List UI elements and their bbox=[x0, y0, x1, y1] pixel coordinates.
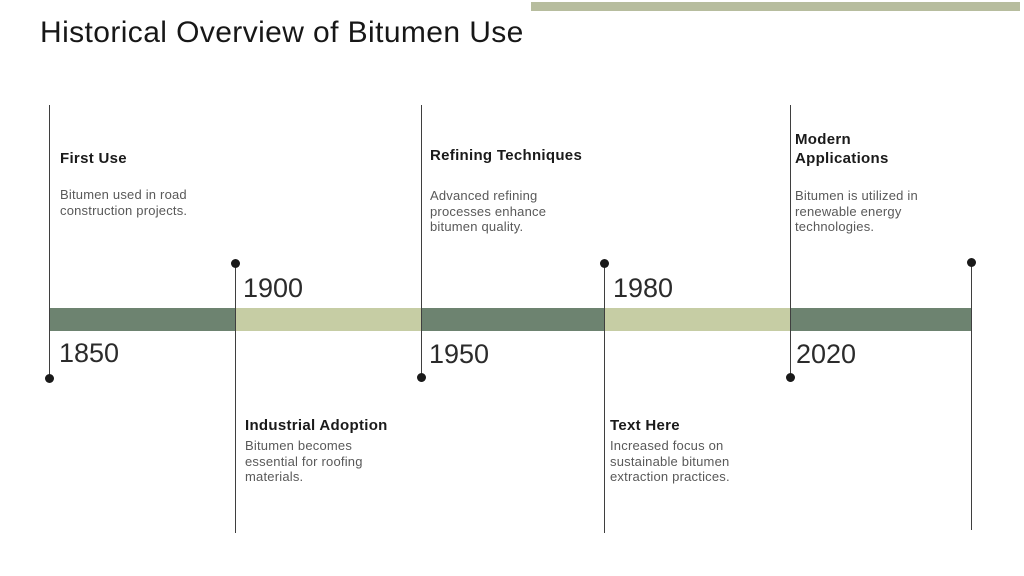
timeline-band-segment-3 bbox=[421, 308, 604, 331]
timeline-connector-1850 bbox=[49, 105, 50, 378]
milestone-1980-body: Increased focus on sustainable bitumen e… bbox=[610, 438, 730, 484]
milestone-1900-body: Bitumen becomes essential for roofing ma… bbox=[245, 438, 363, 484]
accent-bar bbox=[531, 2, 1020, 11]
timeline-dot-1980 bbox=[600, 259, 609, 268]
milestone-1980-year: 1980 bbox=[613, 273, 674, 303]
milestone-1850-body: Bitumen used in road construction projec… bbox=[60, 187, 188, 218]
timeline-connector-end bbox=[971, 262, 972, 530]
timeline-dot-2020 bbox=[786, 373, 795, 382]
milestone-2020-body: Bitumen is utilized in renewable energy … bbox=[795, 188, 918, 234]
milestone-1900-title: Industrial Adoption bbox=[245, 417, 388, 434]
timeline-connector-1950 bbox=[421, 105, 422, 377]
milestone-1950-title: Refining Techniques bbox=[430, 147, 583, 164]
timeline-band-segment-2 bbox=[235, 308, 421, 331]
timeline-connector-1900 bbox=[235, 263, 236, 533]
timeline-dot-end bbox=[967, 258, 976, 267]
milestone-2020-year: 2020 bbox=[796, 339, 857, 369]
milestone-1900-year: 1900 bbox=[243, 273, 304, 303]
timeline-connector-2020 bbox=[790, 105, 791, 377]
slide-title: Historical Overview of Bitumen Use bbox=[40, 16, 524, 49]
timeline-band-segment-4 bbox=[604, 308, 790, 331]
milestone-1950-year: 1950 bbox=[429, 339, 490, 369]
timeline-band-segment-1 bbox=[49, 308, 235, 331]
milestone-1850-year: 1850 bbox=[59, 338, 120, 368]
milestone-1980-title: Text Here bbox=[610, 417, 680, 434]
milestone-1850-title: First Use bbox=[60, 150, 127, 167]
timeline-band-segment-5 bbox=[790, 308, 971, 331]
timeline-connector-1980 bbox=[604, 263, 605, 533]
milestone-2020-title: Modern Applications bbox=[795, 131, 889, 167]
timeline-dot-1950 bbox=[417, 373, 426, 382]
timeline-dot-1850 bbox=[45, 374, 54, 383]
milestone-1950-body: Advanced refining processes enhance bitu… bbox=[430, 188, 547, 234]
timeline-dot-1900 bbox=[231, 259, 240, 268]
